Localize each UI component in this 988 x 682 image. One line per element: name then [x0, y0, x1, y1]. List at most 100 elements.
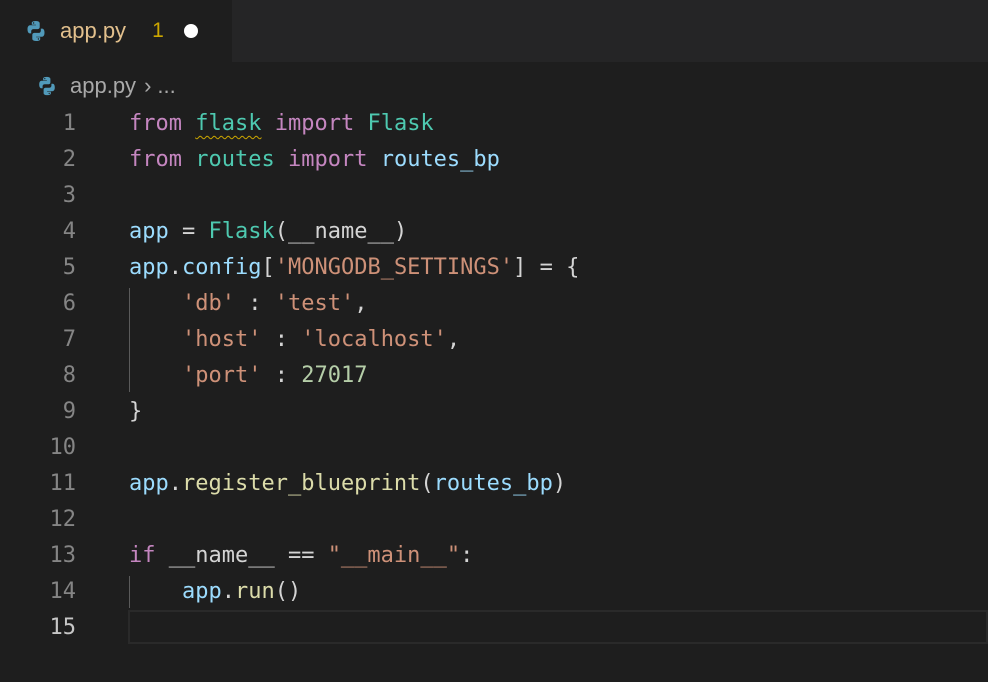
code-token: . — [168, 255, 182, 280]
line-content: app.run() — [129, 574, 301, 610]
code-token — [129, 363, 182, 388]
line-number: 10 — [49, 435, 77, 460]
tab-app-py[interactable]: app.py 1 — [0, 0, 232, 62]
line-content: if __name__ == "__main__": — [129, 538, 473, 574]
line-number: 15 — [49, 615, 77, 640]
code-token: Flask — [208, 219, 275, 244]
line-number: 4 — [62, 219, 76, 244]
code-token — [129, 327, 182, 352]
code-token: register_blueprint — [182, 471, 421, 496]
code-token: "__main__" — [327, 543, 461, 568]
code-token: __name__ == — [155, 543, 328, 568]
line-number: 2 — [62, 147, 76, 172]
unsaved-dot-icon[interactable] — [183, 24, 198, 38]
code-line-5[interactable]: 5 app.config['MONGODB_SETTINGS'] = { — [0, 250, 988, 286]
code-line-10[interactable]: 10 — [0, 430, 988, 466]
code-token: ] = { — [513, 255, 580, 280]
breadcrumb: app.py › ... — [36, 70, 176, 102]
code-token: : — [460, 543, 474, 568]
code-line-12[interactable]: 12 — [0, 502, 988, 538]
code-line-13[interactable]: 13 if __name__ == "__main__": — [0, 538, 988, 574]
code-area[interactable]: 1 from flask import Flask 2 from routes imp… — [0, 106, 988, 646]
code-line-6[interactable]: 6 'db' : 'test', — [0, 286, 988, 322]
code-token: (__name__) — [274, 219, 408, 244]
code-token — [129, 291, 182, 316]
code-line-4[interactable]: 4 app = Flask(__name__) — [0, 214, 988, 250]
line-content: app.config['MONGODB_SETTINGS'] = { — [129, 250, 579, 286]
code-token: app — [181, 579, 222, 604]
code-token: , — [354, 291, 368, 316]
python-icon — [36, 75, 58, 97]
tab-title: app.py — [60, 18, 127, 43]
code-token: } — [129, 399, 143, 424]
line-content: 'db' : 'test', — [129, 286, 367, 322]
line-number: 12 — [49, 507, 77, 532]
chevron-right-icon: › — [144, 73, 152, 98]
code-token — [182, 147, 195, 172]
code-token: routes — [195, 147, 275, 172]
code-line-9[interactable]: 9} — [0, 394, 988, 430]
problem-count-badge: 1 — [152, 19, 164, 42]
line-content: } — [129, 394, 142, 430]
line-number: 5 — [62, 255, 76, 280]
code-token: , — [446, 327, 461, 352]
code-token: () — [274, 579, 302, 604]
code-token: app — [129, 471, 169, 496]
code-token: app — [129, 255, 169, 280]
code-line-8[interactable]: 8 'port' : 27017 — [0, 358, 988, 394]
code-token: . — [221, 579, 235, 604]
code-token: 'host' — [181, 327, 262, 352]
code-token: if — [129, 543, 156, 568]
code-line-14[interactable]: 14 app.run() — [0, 574, 988, 610]
breadcrumb-file[interactable]: app.py — [70, 73, 137, 98]
code-token: config — [182, 255, 262, 280]
line-content: 'port' : 27017 — [129, 358, 367, 394]
line-content: app = Flask(__name__) — [129, 214, 407, 250]
line-number: 7 — [62, 327, 76, 352]
code-token: = — [168, 219, 209, 244]
code-token: 'port' — [181, 363, 262, 388]
code-token — [367, 147, 380, 172]
code-token: flask — [195, 111, 262, 136]
code-token: routes_bp — [433, 471, 553, 496]
line-number: 6 — [62, 291, 76, 316]
code-line-3[interactable]: 3 — [0, 178, 988, 214]
tab-bar: app.py 1 — [0, 0, 988, 62]
code-token: ) — [552, 471, 567, 496]
code-token: 27017 — [301, 363, 368, 388]
code-line-11[interactable]: 11 app.register_blueprint(routes_bp) — [0, 466, 988, 502]
line-number: 1 — [62, 111, 76, 136]
code-token: import — [287, 147, 368, 172]
indent-guide — [129, 576, 130, 608]
line-number: 11 — [49, 471, 77, 496]
code-token: : — [234, 291, 275, 316]
code-line-1[interactable]: 1 from flask import Flask — [0, 106, 988, 142]
code-token: ( — [420, 471, 434, 496]
code-token: 'test' — [274, 291, 355, 316]
code-token: from — [129, 147, 182, 172]
code-line-7[interactable]: 7 'host' : 'localhost', — [0, 322, 988, 358]
code-line-2[interactable]: 2 from routes import routes_bp — [0, 142, 988, 178]
indent-guide — [129, 288, 130, 392]
code-token: 'db' — [181, 291, 235, 316]
code-line-15[interactable]: 15 — [0, 610, 988, 646]
code-token: from — [129, 111, 182, 136]
code-token: run — [234, 579, 275, 604]
code-token: 'MONGODB_SETTINGS' — [274, 255, 514, 280]
code-token — [354, 111, 367, 136]
line-number: 13 — [49, 543, 77, 568]
code-token: : — [261, 363, 302, 388]
code-token — [182, 111, 195, 136]
line-content: from routes import routes_bp — [129, 142, 500, 178]
code-token — [129, 579, 182, 604]
breadcrumb-more[interactable]: ... — [157, 73, 176, 98]
code-token: Flask — [367, 111, 434, 136]
code-token: routes_bp — [380, 147, 500, 172]
code-token: 'localhost' — [301, 327, 447, 352]
line-content: from flask import Flask — [129, 106, 434, 142]
code-token: [ — [261, 255, 275, 280]
code-token: : — [261, 327, 302, 352]
code-token: . — [168, 471, 182, 496]
line-number: 8 — [62, 363, 76, 388]
